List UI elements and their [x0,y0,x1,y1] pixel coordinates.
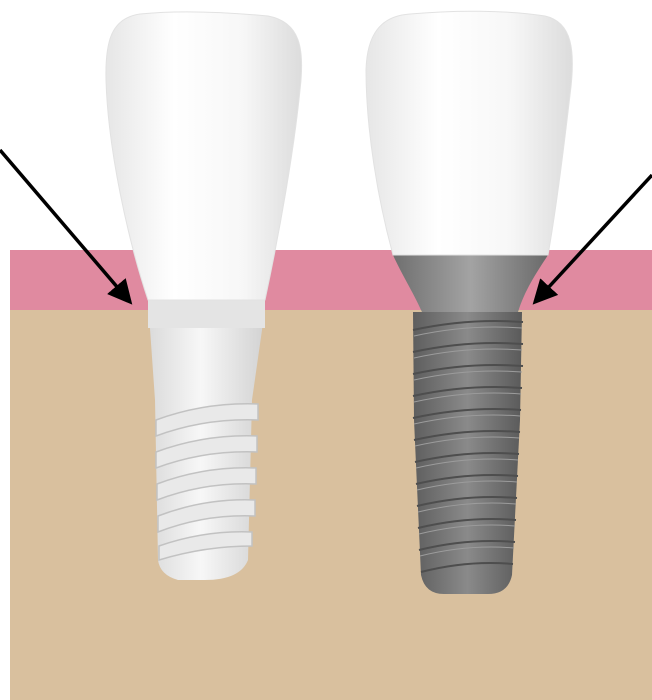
titanium-crown [366,11,572,255]
ceramic-implant-collar [148,300,265,328]
bone-layer [10,310,652,700]
ceramic-crown [106,12,302,300]
